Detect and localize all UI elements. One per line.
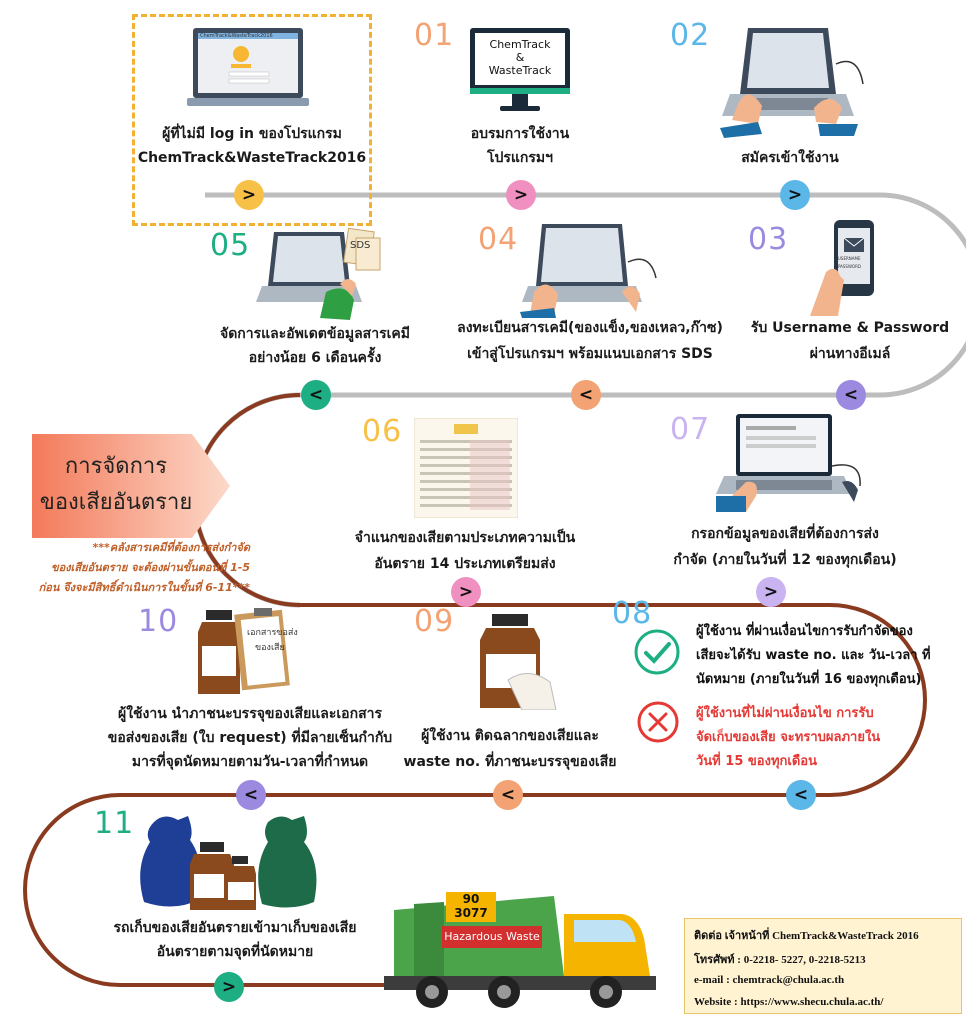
step09-caption-line2: waste no. ที่ภาชนะบรรจุของเสีย <box>403 754 617 770</box>
step03-back-button[interactable]: < <box>836 380 866 410</box>
step0-caption-line1: ผู้ที่ไม่มี log in ของโปรแกรม <box>162 126 342 142</box>
step02-caption: สมัครเข้าใช้งาน <box>741 150 839 166</box>
truck-un-top: 90 <box>462 892 480 906</box>
phone-username-label: USERNAME <box>838 256 861 261</box>
waste-bags-icon <box>134 812 324 912</box>
laptop-typing-icon <box>718 24 868 140</box>
step03-caption-line2: ผ่านทางอีเมล์ <box>809 346 891 362</box>
step07-next-button[interactable]: > <box>756 577 786 607</box>
step10-number: 10 <box>138 604 179 639</box>
step08-fail-line3: วันที่ 15 ของทุกเดือน <box>696 754 817 769</box>
step05-number: 05 <box>210 228 251 263</box>
note-line3: ก่อน จึงจะมีสิทธิ์ดำเนินการในขั้นที่ 6-1… <box>38 581 250 594</box>
contact-line1: ติดต่อ เจ้าหน้าที่ ChemTrack&WasteTrack … <box>694 930 919 942</box>
step09-back-button[interactable]: < <box>493 780 523 810</box>
step08-back-button[interactable]: < <box>786 780 816 810</box>
step10-caption-line3: มารที่จุดนัดหมายตามวัน-เวลาที่กำหนด <box>131 754 369 770</box>
clipboard-text-1: เอกสารขอส่ง <box>247 628 298 638</box>
step08-fail-line2: จัดเก็บของเสีย จะทราบผลภายใน <box>696 730 881 745</box>
step10-back-button[interactable]: < <box>236 780 266 810</box>
contact-email[interactable]: e-mail : chemtrack@chula.ac.th <box>694 974 845 986</box>
login-screen-title: ChemTrack&WasteTrack2016 <box>200 33 273 39</box>
step08-pass-line1: ผู้ใช้งาน ที่ผ่านเงื่อนไขการรับกำจัดของ <box>696 624 913 639</box>
monitor-text-3: WasteTrack <box>488 64 552 77</box>
cross-circle-icon <box>636 700 680 744</box>
note-line1: ***คลังสารเคมีที่ต้องการส่งกำจัด <box>92 541 250 554</box>
step02-next-button[interactable]: > <box>780 180 810 210</box>
truck-un-bottom: 3077 <box>454 906 488 920</box>
step09-number: 09 <box>414 604 455 639</box>
contact-website[interactable]: Website : https://www.shecu.chula.ac.th/ <box>694 996 884 1008</box>
step0-caption-line2: ChemTrack&WasteTrack2016 <box>137 150 367 166</box>
step04-caption-line1: ลงทะเบียนสารเคมี(ของแข็ง,ของเหลว,ก๊าซ) <box>457 320 723 336</box>
step04-caption-line2: เข้าสู่โปรแกรมฯ พร้อมแนบเอกสาร SDS <box>467 346 713 362</box>
sds-document-label: SDS <box>350 240 371 251</box>
step06-caption-line1: จำแนกของเสียตามประเภทความเป็น <box>354 530 576 546</box>
step11-next-button[interactable]: > <box>214 972 244 1002</box>
step01-number: 01 <box>414 18 455 53</box>
step10-caption-line2: ขอส่งของเสีย (ใบ request) ที่มีลายเซ็นกำ… <box>107 730 393 746</box>
step03-caption-line1: รับ Username & Password <box>750 320 950 336</box>
section-banner <box>32 434 230 538</box>
step08-pass-line2: เสียจะได้รับ waste no. และ วัน-เวลา ที่ <box>696 648 931 663</box>
laptop-register-icon <box>520 222 660 318</box>
laptop-sds-icon <box>256 222 386 322</box>
step04-number: 04 <box>478 222 519 257</box>
step03-number: 03 <box>748 222 789 257</box>
step0-next-button[interactable]: > <box>234 180 264 210</box>
start-box <box>132 14 372 226</box>
step07-number: 07 <box>670 412 711 447</box>
step01-caption-line2: โปรแกรมฯ <box>486 150 554 166</box>
hazard-document-icon <box>414 418 518 518</box>
banner-line2: ของเสียอันตราย <box>39 490 193 515</box>
laptop-login-icon <box>187 26 309 110</box>
step07-caption-line1: กรอกข้อมูลของเสียที่ต้องการส่ง <box>691 526 879 542</box>
step08-fail-line1: ผู้ใช้งานที่ไม่ผ่านเงื่อนไข การรับ <box>696 706 874 721</box>
monitor-text-1: ChemTrack <box>489 38 551 51</box>
step01-next-button[interactable]: > <box>506 180 536 210</box>
step11-caption-line2: อันตรายตามจุดที่นัดหมาย <box>156 944 314 960</box>
phone-password-label: PASSWORD <box>838 264 861 269</box>
garbage-truck-icon <box>384 880 656 1012</box>
step04-back-button[interactable]: < <box>571 380 601 410</box>
step06-number: 06 <box>362 414 403 449</box>
step07-caption-line2: กำจัด (ภายในวันที่ 12 ของทุกเดือน) <box>673 552 897 568</box>
note-line2: ของเสียอันตราย จะต้องผ่านขั้นตอนที่ 1-5 <box>51 561 250 574</box>
step09-caption-line1: ผู้ใช้งาน ติดฉลากของเสียและ <box>421 728 599 744</box>
step06-caption-line2: อันตราย 14 ประเภทเตรียมส่ง <box>374 556 556 572</box>
monitor-text-2: & <box>515 51 525 64</box>
step02-number: 02 <box>670 18 711 53</box>
laptop-form-icon <box>716 412 866 512</box>
clipboard-text-2: ของเสีย <box>255 643 285 653</box>
bottle-label-icon <box>478 610 558 710</box>
step05-caption-line2: อย่างน้อย 6 เดือนครั้ง <box>248 350 382 366</box>
monitor-icon <box>470 28 570 114</box>
step11-number: 11 <box>94 806 135 841</box>
smartphone-icon <box>800 216 890 316</box>
contact-phone: โทรศัพท์ : 0-2218- 5227, 0-2218-5213 <box>694 954 866 966</box>
step08-number: 08 <box>612 596 653 631</box>
step10-caption-line1: ผู้ใช้งาน นำภาชนะบรรจุของเสียและเอกสาร <box>118 706 382 722</box>
banner-line1: การจัดการ <box>64 454 168 479</box>
contact-box <box>684 918 962 1014</box>
truck-hazard-label: Hazardous Waste <box>444 930 540 943</box>
step06-next-button[interactable]: > <box>451 577 481 607</box>
step05-back-button[interactable]: < <box>301 380 331 410</box>
step05-caption-line1: จัดการและอัพเดตข้อมูลสารเคมี <box>220 326 410 342</box>
step01-caption-line1: อบรมการใช้งาน <box>470 126 570 142</box>
bottle-clipboard-icon <box>196 596 296 696</box>
step08-pass-line3: นัดหมาย (ภายในวันที่ 16 ของทุกเดือน) <box>696 672 922 687</box>
step11-caption-line1: รถเก็บของเสียอันตรายเข้ามาเก็บของเสีย <box>113 920 357 936</box>
check-circle-icon <box>633 628 681 676</box>
